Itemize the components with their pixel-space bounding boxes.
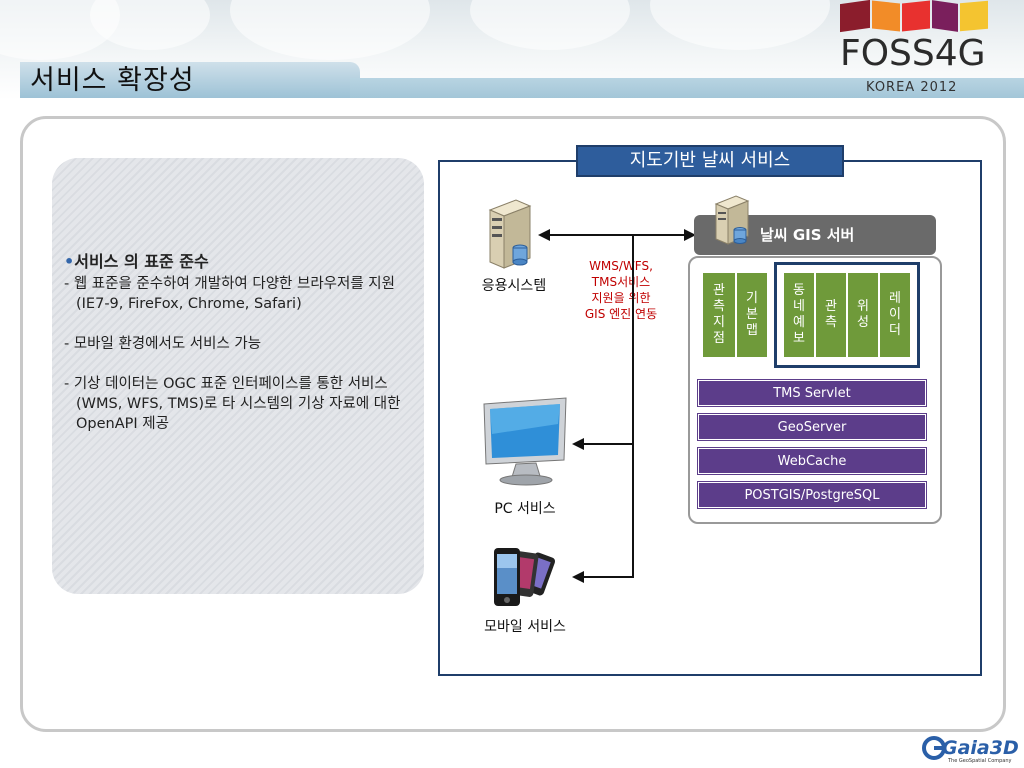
layer-observation: 관 측 xyxy=(815,272,847,358)
gis-engine-note: WMS/WFS, TMS서비스 지원을 위한 GIS 엔진 연동 xyxy=(584,259,658,321)
stack-tms-servlet: TMS Servlet xyxy=(698,380,926,406)
title-band xyxy=(20,62,360,98)
connector-app-gis xyxy=(546,234,686,236)
arrow-left-icon xyxy=(572,571,584,583)
stack-geoserver: GeoServer xyxy=(698,414,926,440)
layer-observation-point: 관 측 지 점 xyxy=(702,272,736,358)
left-text-panel xyxy=(52,158,424,594)
foss4g-logo-blocks xyxy=(840,0,990,33)
bullet-item-browser-support: - 웹 표준을 준수하여 개발하여 다양한 브라우저를 지원(IE7-9, Fi… xyxy=(64,276,395,312)
server-icon xyxy=(488,199,532,269)
left-text-content: •서비스 의 표준 준수 - 웹 표준을 준수하여 개발하여 다양한 브라우저를… xyxy=(64,252,418,454)
app-system-label: 응용시스템 xyxy=(481,278,547,294)
gaia3d-logo-tagline: The GeoSpatial Company xyxy=(948,758,1012,764)
server-icon xyxy=(714,195,750,245)
stack-postgis: POSTGIS/PostgreSQL xyxy=(698,482,926,508)
foss4g-logo-text: FOSS4G xyxy=(840,33,986,74)
gaia3d-logo-mark xyxy=(922,736,946,760)
bullet-dot-icon: • xyxy=(64,252,75,271)
arrow-left-icon xyxy=(572,438,584,450)
layer-village-forecast: 동 네 예 보 xyxy=(783,272,815,358)
mobile-phones-icon xyxy=(494,548,556,606)
arrow-left-icon xyxy=(538,229,550,241)
title-band-line xyxy=(350,78,1024,98)
pc-monitor-icon xyxy=(483,397,567,486)
connector-mobile xyxy=(580,576,634,578)
layer-satellite: 위 성 xyxy=(847,272,879,358)
layer-base-map: 기 본 맵 xyxy=(736,272,768,358)
foss4g-logo-subtitle: KOREA 2012 xyxy=(866,80,958,95)
diagram-title: 지도기반 날씨 서비스 xyxy=(576,145,844,177)
arrow-right-icon xyxy=(684,229,696,241)
bullet-heading: •서비스 의 표준 준수 xyxy=(64,252,209,271)
bullet-item-ogc: - 기상 데이터는 OGC 표준 인터페이스를 통한 서비스(WMS, WFS,… xyxy=(64,376,401,432)
stack-webcache: WebCache xyxy=(698,448,926,474)
slide-title: 서비스 확장성 xyxy=(30,65,195,96)
layer-radar: 레 이 더 xyxy=(879,272,911,358)
mobile-service-label: 모바일 서비스 xyxy=(484,619,566,635)
bullet-item-mobile: - 모바일 환경에서도 서비스 가능 xyxy=(64,336,262,352)
gaia3d-logo: Gaia3D The GeoSpatial Company xyxy=(922,736,1019,766)
connector-pc xyxy=(580,443,634,445)
gaia3d-logo-text: Gaia3D xyxy=(942,737,1019,759)
connector-vertical xyxy=(632,234,634,578)
pc-service-label: PC 서비스 xyxy=(494,501,556,517)
